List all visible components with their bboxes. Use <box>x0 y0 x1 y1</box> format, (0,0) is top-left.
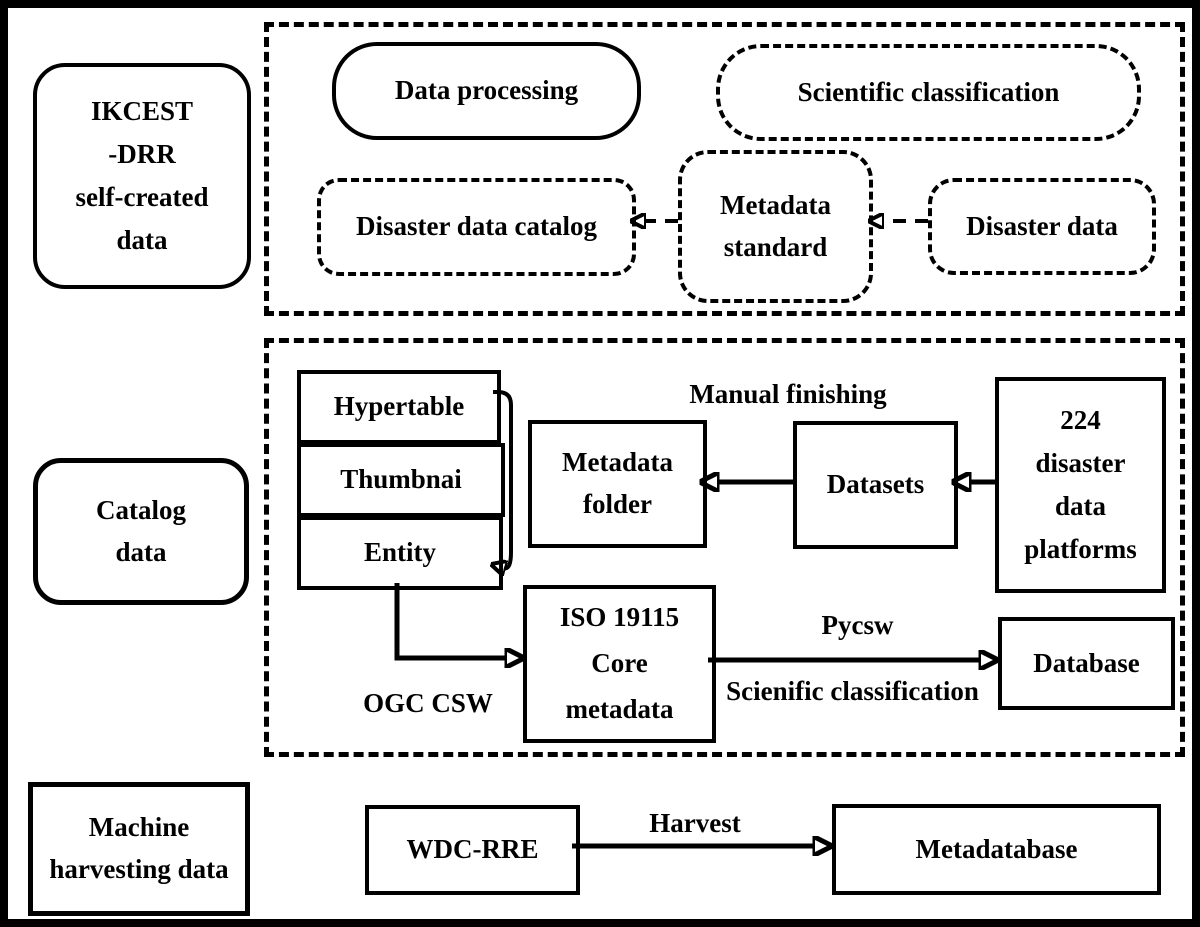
label-pycsw: Pycsw <box>821 609 894 640</box>
label-harvest: Harvest <box>649 807 741 838</box>
label-scienific-classification: Scienific classification <box>726 675 979 706</box>
label-manual-finishing: Manual finishing <box>689 378 887 409</box>
catalog-data-container <box>264 338 1185 757</box>
label-ogc-csw: OGC CSW <box>363 687 493 718</box>
node-hypertable: Hypertable <box>297 370 501 444</box>
node-ikcest-self-created-data: IKCEST -DRR self-created data <box>33 63 251 289</box>
node-data-processing: Data processing <box>332 42 641 140</box>
node-metadatabase: Metadatabase <box>832 804 1161 895</box>
node-wdc-rre: WDC-RRE <box>365 805 580 895</box>
node-metadata-folder: Metadata folder <box>528 420 707 548</box>
node-disaster-data: Disaster data <box>928 178 1156 275</box>
node-disaster-data-catalog: Disaster data catalog <box>317 178 636 276</box>
node-catalog-data: Catalog data <box>33 458 249 605</box>
self-created-data-container <box>264 22 1185 316</box>
node-machine-harvesting-data: Machine harvesting data <box>28 782 250 916</box>
node-iso-19115-core-metadata: ISO 19115 Core metadata <box>523 585 716 743</box>
node-224-disaster-data-platforms: 224 disaster data platforms <box>995 377 1166 593</box>
node-thumbnai: Thumbnai <box>297 443 505 517</box>
node-scientific-classification: Scientific classification <box>716 44 1141 141</box>
node-metadata-standard: Metadata standard <box>678 150 873 303</box>
node-database: Database <box>998 617 1175 710</box>
node-datasets: Datasets <box>793 421 958 549</box>
node-entity: Entity <box>297 516 503 590</box>
